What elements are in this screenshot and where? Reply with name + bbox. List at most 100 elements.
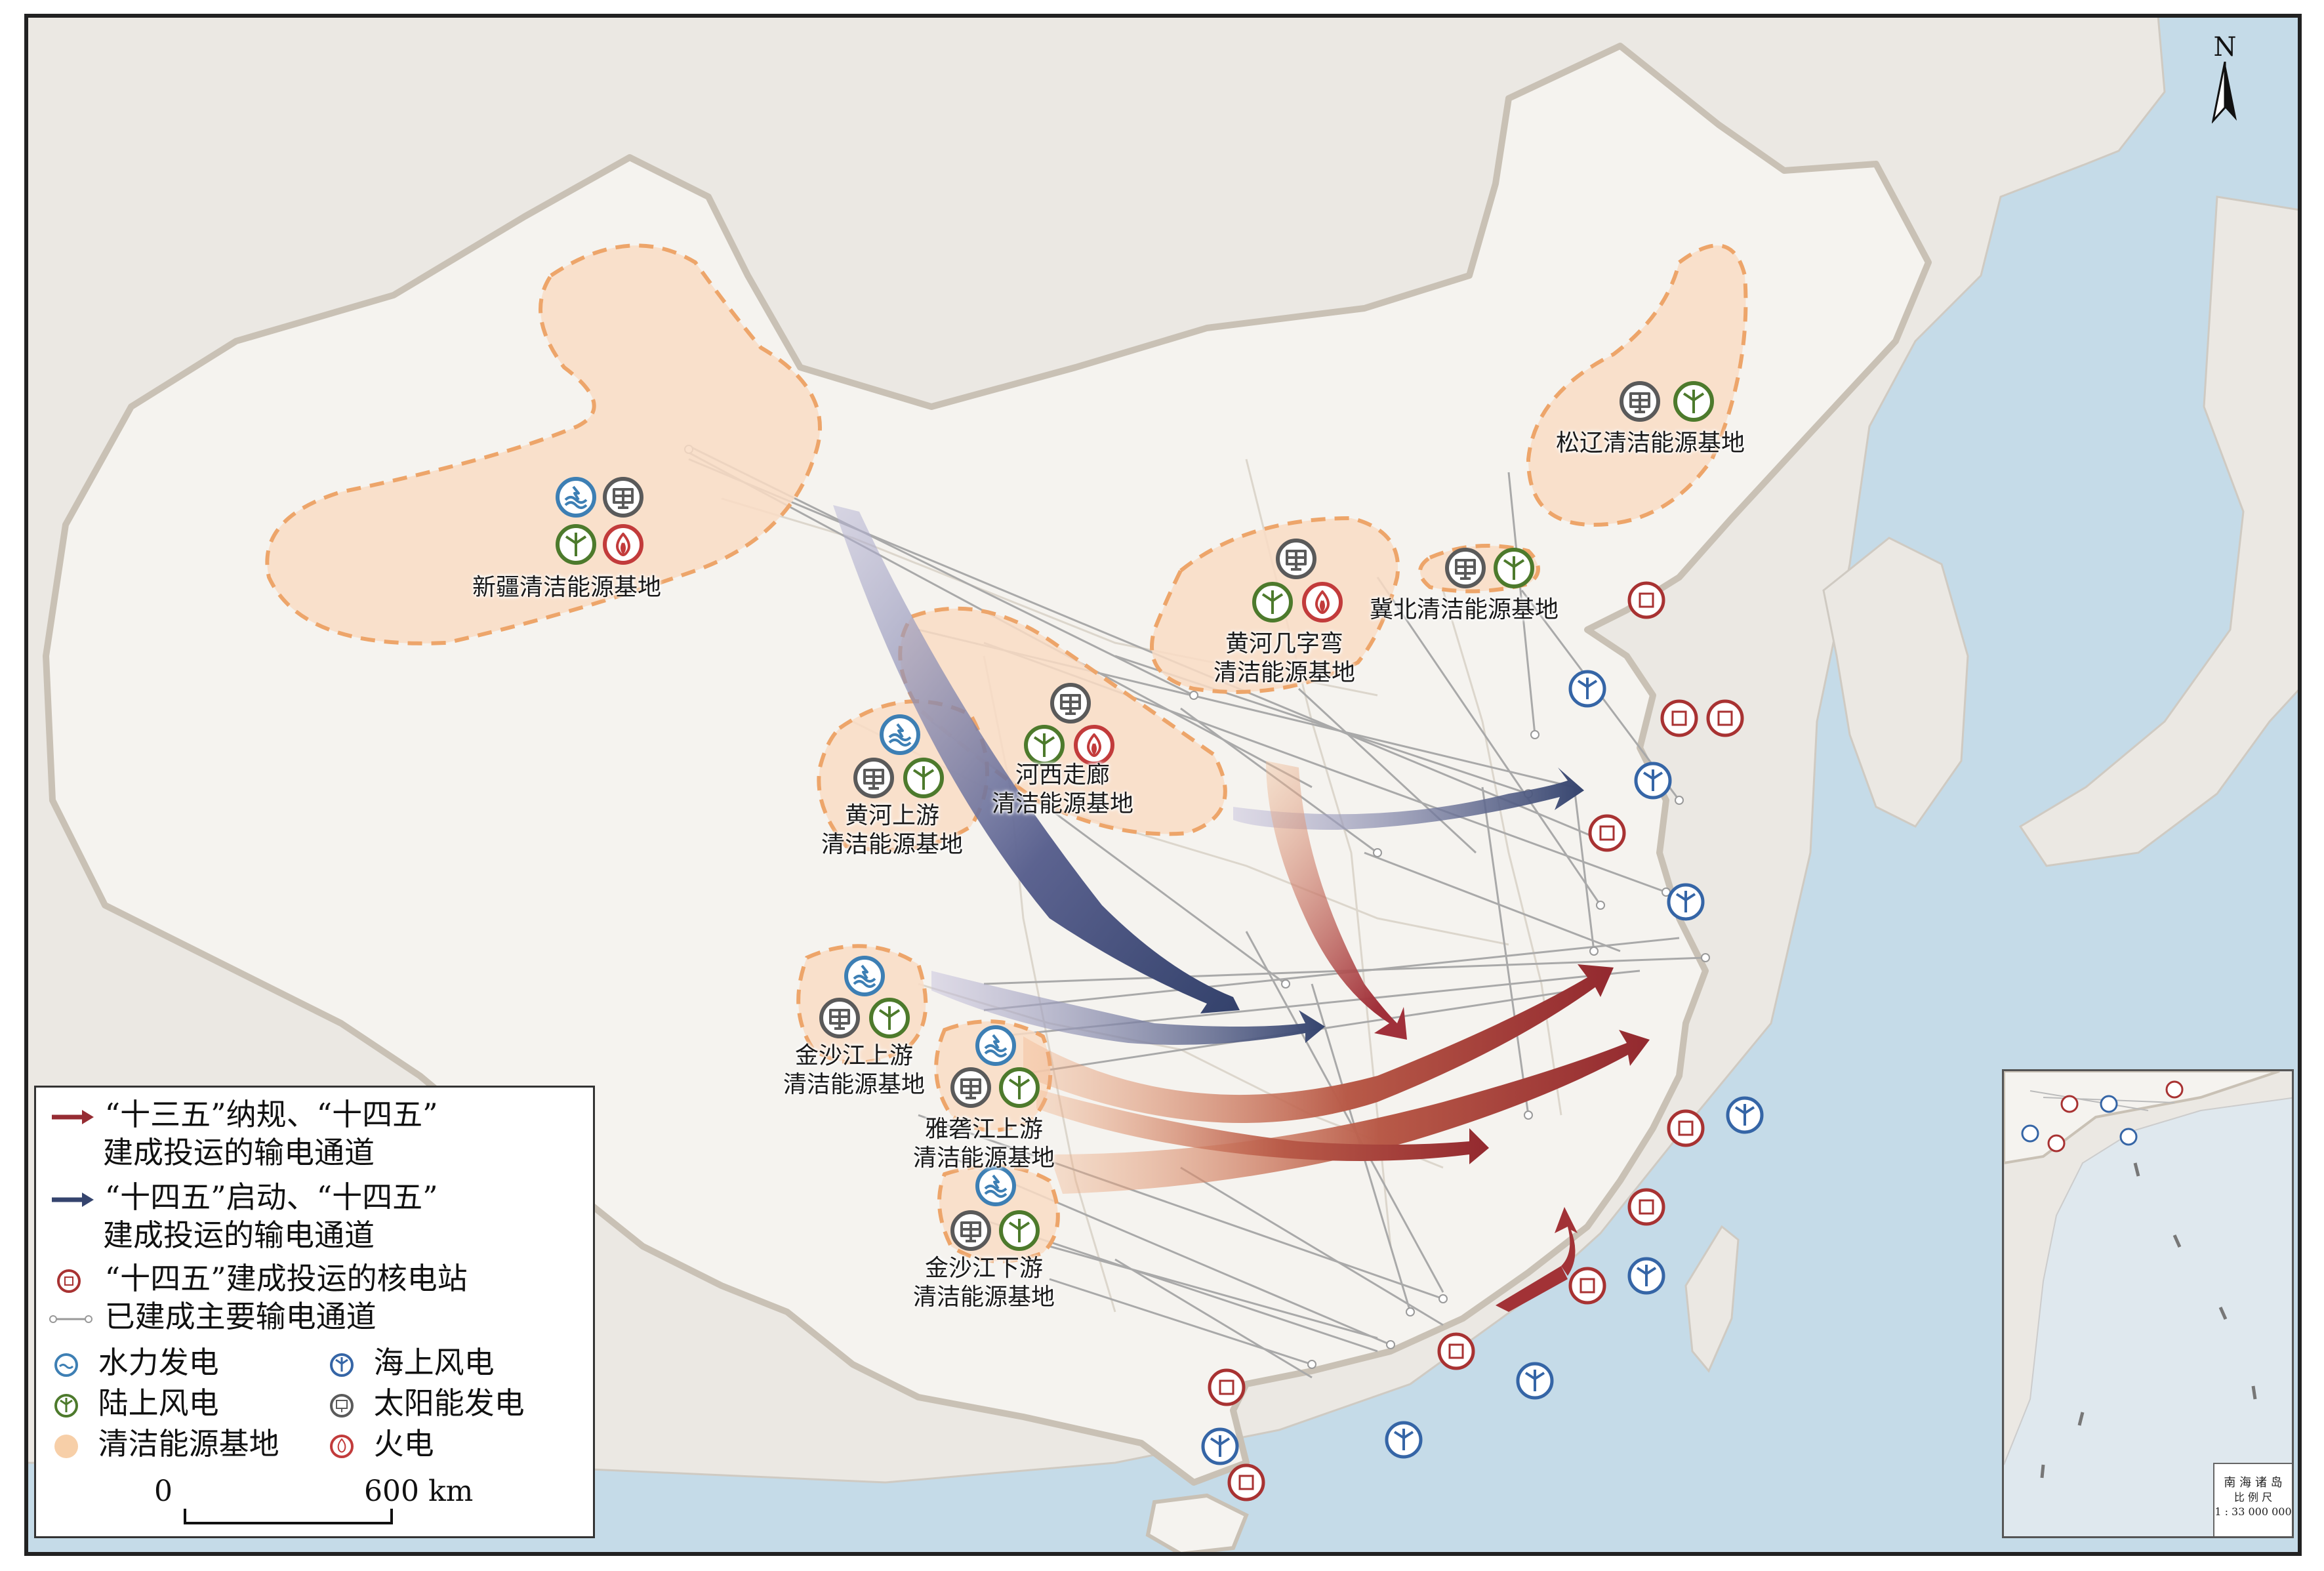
legend-existing-line: 已建成主要输电通道 [49,1297,377,1336]
korea [1822,537,1969,828]
base-area-xinjiang [265,243,822,645]
red-arrow-fujian [1496,1266,1568,1312]
inset-legend-box: 南 海 诸 岛 比 例 尺 1 : 33 000 000 [2213,1463,2292,1536]
blue-arrow-hexi [1233,767,1584,830]
north-arrow: N [2211,32,2238,131]
scale-max: 600 km [364,1475,474,1508]
legend-hydro-label: 水力发电 [98,1345,219,1380]
legend-thermal: 火电 [325,1425,434,1463]
legend-onshore: 陆上风电 [49,1384,219,1422]
label-songliao: 松辽清洁能源基地 [1556,430,1745,457]
legend-hydro: 水力发电 [49,1343,219,1381]
blue-transmission-arrows [833,505,1584,1045]
label-huanghe-jizi: 黄河几字弯清洁能源基地 [1213,630,1356,686]
japan [2018,195,2301,867]
scale-bar: 0 600 km [115,1475,473,1527]
hydro-icon [556,477,596,518]
nuclear-icon [57,1269,81,1293]
hainan [1145,1493,1249,1557]
red-arrow-fujian-2 [1555,1207,1578,1276]
legend-onshore-label: 陆上风电 [98,1385,219,1421]
taiwan [1684,1225,1740,1373]
legend-blue-arrow: “十四五”启动、“十四五” [49,1178,438,1216]
legend-red-arrow-line2: 建成投运的输电通道 [103,1135,375,1170]
red-arrow-sw-3 [1036,1089,1489,1164]
scale-bar-line [184,1509,393,1524]
solar-icon [853,758,894,798]
inset-scale: 1 : 33 000 000 [2214,1505,2292,1518]
label-hexi: 河西走廊清洁能源基地 [992,762,1134,817]
hydro-icon [975,1166,1016,1206]
red-arrow-sw-1 [1023,964,1614,1123]
blue-arrow-jinsha [931,971,1325,1045]
solar-icon [1445,548,1486,588]
legend-red-arrow-line1: “十三五”纳规、“十四五” [104,1097,438,1132]
nuclear-plant-markers [1208,581,1744,1501]
thermal-icon [1302,582,1343,622]
inset-subtitle: 比 例 尺 [2233,1491,2273,1503]
legend-base-label: 清洁能源基地 [98,1426,279,1461]
onshore-wind-icon [54,1394,78,1418]
map-frame [24,14,2302,1556]
legend-blue-arrow-2: 建成投运的输电通道 [103,1216,375,1254]
solar-icon [603,477,643,518]
wind-icon [903,758,944,798]
red-arrow-hexi-south [1266,761,1407,1040]
wind-icon [869,998,910,1038]
legend-nuclear: “十四五”建成投运的核电站 [49,1259,468,1297]
legend-existing-line-label: 已建成主要输电通道 [104,1299,377,1334]
legend-blue-arrow-line2: 建成投运的输电通道 [103,1217,375,1253]
wind-icon [1673,381,1714,422]
legend-blue-arrow-line1: “十四五”启动、“十四五” [104,1179,438,1215]
legend-nuclear-label: “十四五”建成投运的核电站 [104,1261,468,1296]
label-yalong-upper: 雅砻江上游清洁能源基地 [913,1116,1055,1172]
wind-icon [556,524,596,565]
solar-icon [819,998,860,1038]
legend-red-arrow-2: 建成投运的输电通道 [103,1133,375,1172]
legend-base: 清洁能源基地 [49,1425,279,1463]
thermal-icon [603,524,643,565]
offshore-wind-icon [330,1353,354,1377]
blue-arrow-icon [52,1193,94,1207]
base-area-icon [54,1435,78,1458]
label-jinsha-upper: 金沙江上游清洁能源基地 [783,1042,926,1098]
solar-icon [330,1394,354,1418]
north-arrow-icon [2211,61,2237,125]
offshore-wind-markers [1201,670,1764,1465]
legend: “十三五”纳规、“十四五” 建成投运的输电通道 “十四五”启动、“十四五” 建成… [34,1086,595,1538]
label-jibei: 冀北清洁能源基地 [1370,596,1559,623]
existing-line-icon [49,1315,92,1323]
legend-solar-label: 太阳能发电 [373,1385,525,1421]
label-jinsha-lower: 金沙江下游清洁能源基地 [913,1255,1055,1311]
label-huanghe-upper: 黄河上游清洁能源基地 [821,802,964,858]
wind-icon [999,1067,1040,1108]
label-xinjiang: 新疆清洁能源基地 [472,574,662,601]
inset-map [2004,1071,2292,1479]
legend-red-arrow: “十三五”纳规、“十四五” [49,1095,438,1133]
scale-zero: 0 [154,1475,173,1508]
wind-icon [999,1210,1040,1251]
south-china-sea-inset: 南 海 诸 岛 比 例 尺 1 : 33 000 000 [2002,1069,2294,1538]
wind-icon [1494,548,1534,588]
solar-icon [950,1210,991,1251]
red-arrow-sw-2 [1050,1030,1650,1194]
base-icon-clusters [556,381,1714,1251]
hydro-icon [880,714,920,755]
thermal-icon [1074,725,1114,765]
red-transmission-arrows [1023,761,1650,1312]
solar-icon [950,1067,991,1108]
solar-icon [1050,683,1091,724]
wind-icon [1252,582,1293,622]
solar-icon [1276,539,1316,579]
red-arrow-icon [52,1110,94,1124]
north-label: N [2213,32,2237,62]
thermal-icon [330,1435,354,1458]
wind-icon [1024,725,1065,765]
hydro-icon [844,956,885,996]
legend-solar: 太阳能发电 [325,1384,525,1422]
legend-thermal-label: 火电 [373,1426,434,1461]
hydro-icon [54,1353,78,1377]
legend-offshore: 海上风电 [325,1343,495,1381]
hydro-icon [975,1025,1016,1066]
inset-title: 南 海 诸 岛 [2224,1476,2283,1490]
